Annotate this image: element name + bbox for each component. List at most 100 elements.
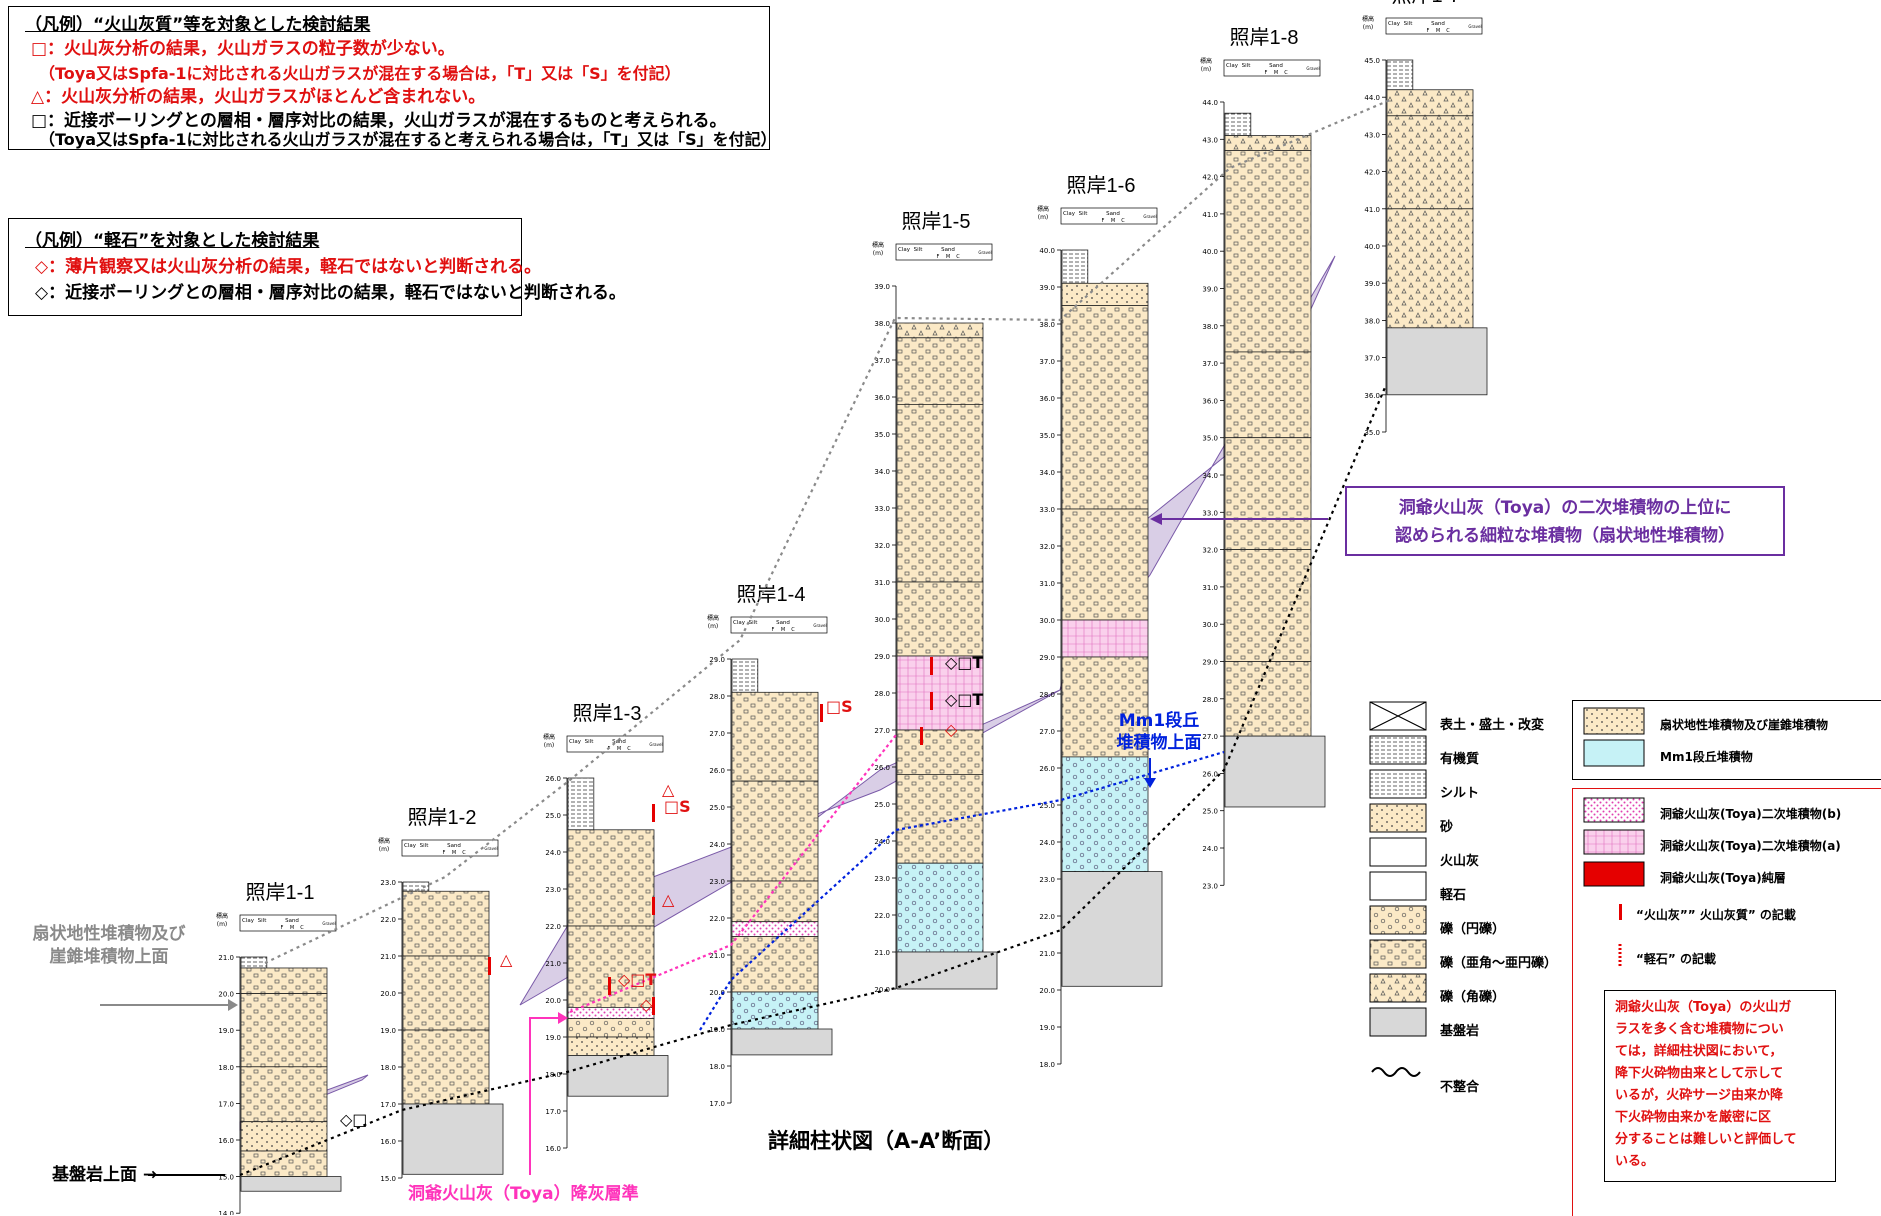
- tick-label: 39.0: [1364, 280, 1380, 288]
- tick-label: 23.0: [545, 886, 561, 894]
- column-header-fmc: M: [946, 254, 950, 260]
- analysis-marker: △: [662, 890, 675, 909]
- tick-label: 40.0: [1202, 248, 1218, 256]
- tick-label: 23.0: [1202, 882, 1218, 890]
- lithology-layer: [731, 991, 819, 1030]
- tick-label: 21.0: [218, 954, 234, 962]
- tick-label: 21.0: [1039, 950, 1055, 958]
- toya-note-line-2: ラスを多く含む堆積物につい: [1615, 1022, 1784, 1037]
- column-header-label: Clay: [733, 620, 746, 626]
- legend-pumice-line-2: ◇：近接ボーリングとの層相・層序対比の結果，軽石ではないと判断される。: [35, 283, 626, 303]
- tick-label: 29.0: [874, 653, 890, 661]
- fan-top-arrow-head: [228, 999, 238, 1011]
- column-header-fmc: M: [1274, 70, 1278, 76]
- elevation-unit: (m): [379, 846, 390, 853]
- column-header-fmc: C: [1446, 28, 1450, 34]
- tick-label: 21.0: [709, 952, 725, 960]
- tick-label: 33.0: [874, 505, 890, 513]
- elevation-label: 標高: [543, 733, 555, 741]
- tick-label: 35.0: [1202, 435, 1218, 443]
- tick-label: 36.0: [1364, 392, 1380, 400]
- column-header-box: [239, 914, 337, 932]
- legend-ash-title: （凡例）“火山灰質”等を対象とした検討結果: [25, 15, 371, 35]
- lithology-layer: [731, 780, 819, 882]
- tick-label: 17.0: [709, 1100, 725, 1108]
- lithology-layer: [1386, 327, 1488, 396]
- tick-label: 37.0: [1039, 358, 1055, 366]
- tick-label: 43.0: [1364, 131, 1380, 139]
- lith-symbol-mm1: [1583, 739, 1645, 767]
- elevation-unit: (m): [544, 742, 555, 749]
- lithology-layer: [240, 1121, 328, 1152]
- tick-label: 41.0: [1364, 206, 1380, 214]
- fan-top-label: 扇状地性堆積物及び 崖錐堆積物上面: [14, 923, 204, 969]
- lith-symbol: [1369, 735, 1427, 765]
- bedrock-top-label: 基盤岩上面 →: [52, 1165, 158, 1185]
- lithology-layer: [240, 967, 328, 994]
- toya-correlation: [569, 734, 897, 1014]
- lithology-layer: [1224, 661, 1312, 737]
- tick-label: 44.0: [1364, 94, 1380, 102]
- tick-label: 40.0: [1364, 243, 1380, 251]
- tick-label: 20.0: [709, 989, 725, 997]
- lith-symbol: [1369, 939, 1427, 969]
- mm1-top-label-line-2: 堆積物上面: [1116, 733, 1202, 753]
- tick-label: 37.0: [1202, 360, 1218, 368]
- tick-label: 25.0: [709, 804, 725, 812]
- borehole-name: 照岸1-6: [1067, 174, 1136, 197]
- tick-label: 39.0: [1039, 284, 1055, 292]
- fan-top-label-line-2: 崖錐堆積物上面: [49, 947, 169, 967]
- lith-symbol-cross: [1369, 701, 1427, 731]
- column-header-fmc: M: [1436, 28, 1440, 34]
- ash-record-bar: [930, 657, 933, 675]
- tick-label: 27.0: [1202, 733, 1218, 741]
- lith-symbol: [1369, 1007, 1427, 1037]
- ash-record-bar: [652, 897, 655, 915]
- lithology-layer: [240, 1176, 342, 1192]
- tick-label: 36.0: [874, 394, 890, 402]
- tick-label: 32.0: [1202, 547, 1218, 555]
- tick-label: 29.0: [1202, 659, 1218, 667]
- column-header-fmc: F: [772, 627, 775, 633]
- lithology-layer: [1061, 619, 1149, 658]
- tick-label: 31.0: [1039, 580, 1055, 588]
- elevation-unit: (m): [1363, 24, 1374, 31]
- tick-label: 41.0: [1202, 211, 1218, 219]
- tick-label: 32.0: [1039, 543, 1055, 551]
- column-header-label: Clay: [569, 739, 582, 745]
- tick-label: 22.0: [545, 923, 561, 931]
- legend-pumice-title: （凡例）“軽石”を対象とした検討結果: [25, 231, 320, 251]
- lithology-layer: [1224, 735, 1326, 808]
- tick-label: 25.0: [1039, 802, 1055, 810]
- toya-note-line-8: いる。: [1615, 1154, 1655, 1169]
- lithology-layer: [1061, 305, 1149, 510]
- lithology-layer: [1061, 508, 1149, 621]
- column-header-label: Sand: [447, 843, 461, 849]
- lithology-layer: [567, 1036, 655, 1056]
- analysis-marker: □S: [826, 697, 853, 716]
- lithology-layer: [1224, 150, 1312, 353]
- lith-label-toya-b: 洞爺火山灰(Toya)二次堆積物(b): [1660, 807, 1842, 821]
- analysis-marker: △: [500, 950, 513, 969]
- lith-symbol: [1369, 905, 1427, 935]
- lithology-layer: [896, 403, 984, 583]
- tick-label: 34.0: [874, 468, 890, 476]
- fine-sediment-box: 洞爺火山灰（Toya）の二次堆積物の上位に 認められる細粒な堆積物（扇状地性堆積…: [1345, 486, 1785, 556]
- column-header-fmc: C: [462, 850, 466, 856]
- lithology-layer: [1224, 112, 1252, 136]
- tick-label: 40.0: [1039, 247, 1055, 255]
- lith-label-pumice: 軽石: [1440, 888, 1467, 903]
- tick-label: 20.0: [874, 986, 890, 994]
- lithology-layer: [1386, 208, 1474, 329]
- lithology-layer: [1386, 89, 1474, 117]
- mm1-top-label-line-1: Mm1段丘: [1118, 711, 1200, 731]
- analysis-marker: ◇: [640, 995, 653, 1014]
- tick-label: 38.0: [1364, 317, 1380, 325]
- ash-record-bar: [608, 977, 611, 995]
- elevation-label: 標高: [1037, 205, 1049, 213]
- tick-label: 33.0: [1039, 506, 1055, 514]
- lithology-layer: [240, 1066, 328, 1123]
- legend-ash-line-4: □：近接ボーリングとの層相・層序対比の結果，火山ガラスが混在するものと考えられる…: [31, 111, 727, 131]
